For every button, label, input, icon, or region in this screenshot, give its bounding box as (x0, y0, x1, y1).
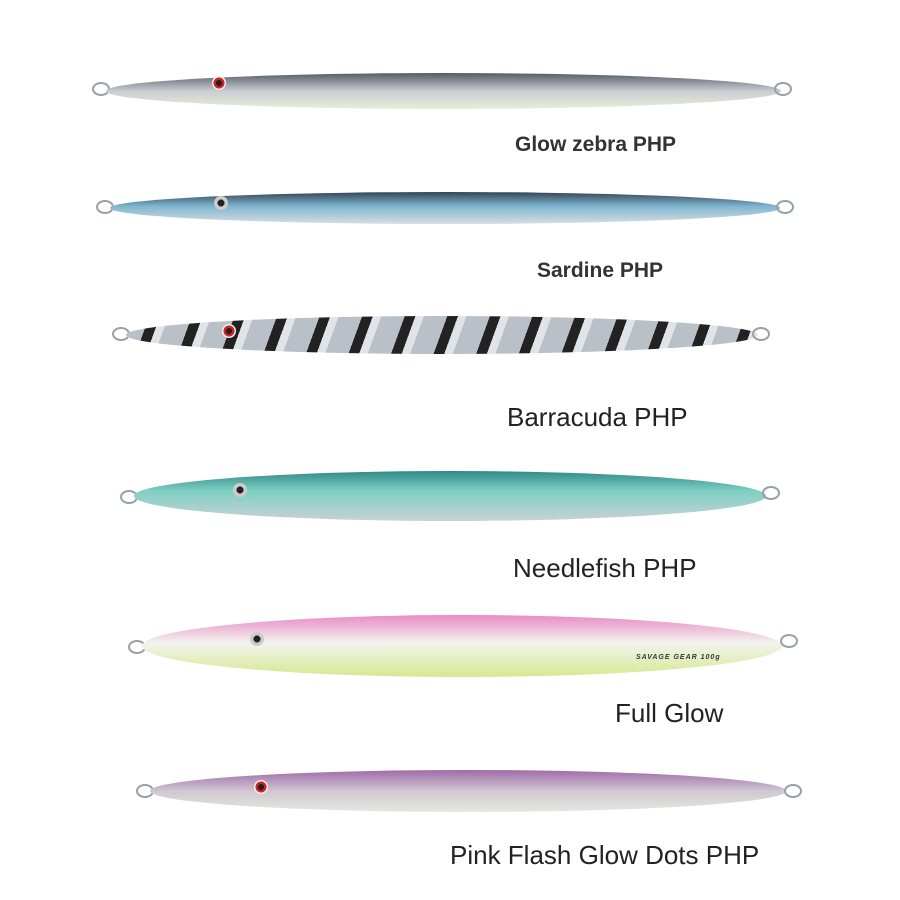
lure-body (110, 192, 780, 224)
ring-icon (752, 327, 770, 341)
lure-label: Full Glow (615, 698, 724, 728)
eye-icon (212, 76, 226, 90)
lure-pink-flash (136, 766, 806, 816)
ring-icon (780, 634, 798, 648)
lure-body (142, 615, 782, 677)
lure-full-glow: SAVAGE GEAR 100g (128, 612, 808, 680)
ring-icon (774, 82, 792, 96)
lure-label: Barracuda PHP (507, 402, 688, 432)
eye-icon (214, 196, 228, 210)
lure-label: Needlefish PHP (513, 553, 697, 583)
lure-body (106, 73, 781, 109)
lure-label: Glow zebra PHP (515, 133, 677, 156)
eye-icon (233, 483, 247, 497)
ring-icon (762, 486, 780, 500)
brand-imprint: SAVAGE GEAR 100g (636, 654, 721, 661)
lure-sardine (96, 188, 796, 230)
ring-icon (784, 784, 802, 798)
lure-body (134, 471, 766, 521)
lure-body (150, 770, 786, 812)
eye-icon (250, 632, 264, 646)
lure-label: Pink Flash Glow Dots PHP (450, 840, 760, 870)
lure-needlefish (120, 468, 785, 524)
eye-icon (254, 780, 268, 794)
eye-icon (222, 324, 236, 338)
lure-label: Sardine PHP (537, 259, 664, 282)
lure-body (126, 316, 758, 354)
lure-barracuda (112, 312, 772, 358)
ring-icon (776, 200, 794, 214)
lure-glow-zebra (92, 68, 797, 114)
